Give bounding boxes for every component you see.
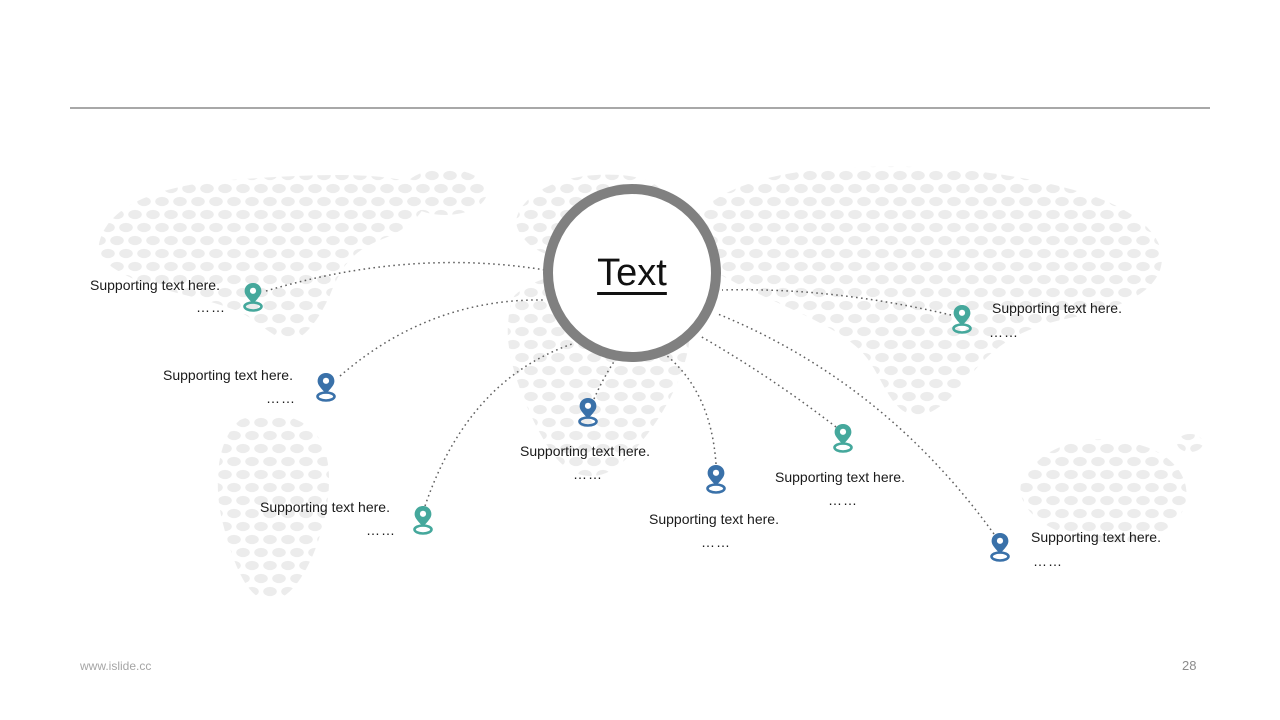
ellipsis-label: ……	[1033, 553, 1063, 569]
supporting-text-label: Supporting text here.	[1031, 529, 1161, 545]
connector-line	[699, 335, 837, 428]
center-circle: Text	[543, 184, 721, 362]
map-pin-icon	[575, 398, 601, 427]
map-pin-icon	[703, 465, 729, 494]
map-pin-icon	[313, 373, 339, 402]
ellipsis-label: ……	[366, 522, 396, 538]
supporting-text-label: Supporting text here.	[649, 511, 779, 527]
map-pin-icon	[240, 283, 266, 312]
ellipsis-label: ……	[989, 324, 1019, 340]
map-pin-icon	[949, 305, 975, 334]
ellipsis-label: ……	[828, 492, 858, 508]
connector-line	[665, 354, 717, 465]
ellipsis-label: ……	[196, 299, 226, 315]
connector-lines	[265, 261, 995, 535]
website-url: www.islide.cc	[80, 659, 152, 673]
circle-title: Text	[597, 251, 667, 294]
supporting-text-label: Supporting text here.	[992, 300, 1122, 316]
map-pin-icon	[830, 424, 856, 453]
connector-line	[339, 299, 546, 377]
ellipsis-label: ……	[701, 534, 731, 550]
page-number: 28	[1182, 658, 1197, 673]
supporting-text-label: Supporting text here.	[520, 443, 650, 459]
divider-line	[70, 107, 1210, 109]
supporting-text-label: Supporting text here.	[163, 367, 293, 383]
map-pin-icon	[987, 533, 1013, 562]
supporting-text-label: Supporting text here.	[260, 499, 390, 515]
supporting-text-label: Supporting text here.	[775, 469, 905, 485]
map-pin-icon	[410, 506, 436, 535]
connector-line	[717, 313, 995, 535]
connector-line	[721, 288, 952, 316]
ellipsis-label: ……	[573, 466, 603, 482]
ellipsis-label: ……	[266, 390, 296, 406]
supporting-text-label: Supporting text here.	[90, 277, 220, 293]
